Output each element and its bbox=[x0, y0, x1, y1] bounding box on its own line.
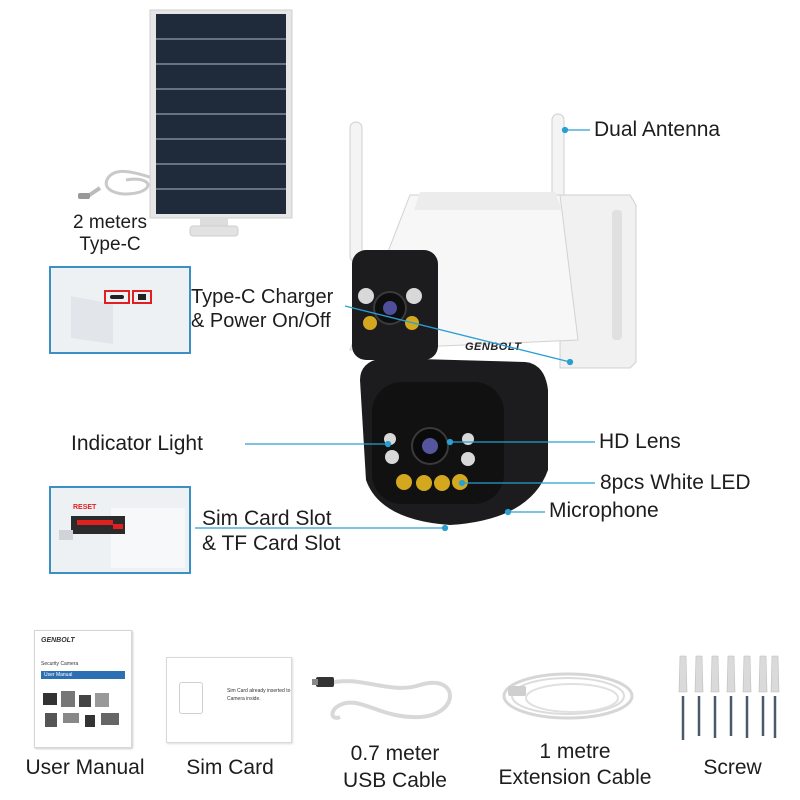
cable-length-label: 2 meters bbox=[73, 212, 147, 233]
screws-item bbox=[678, 655, 780, 740]
tf-slot-label: & TF Card Slot bbox=[202, 532, 341, 555]
sim-card-item: Sim Card already inserted to Camera insi… bbox=[166, 657, 292, 743]
extension-cable-label: Extension Cable bbox=[498, 766, 652, 789]
manual-subtitle: Security Camera bbox=[41, 661, 79, 667]
sd-slot-inset: RESET bbox=[49, 486, 191, 574]
hd-lens-label: HD Lens bbox=[599, 430, 681, 453]
screw-label: Screw bbox=[703, 756, 762, 779]
manual-header: User Manual bbox=[44, 672, 73, 678]
solar-panel-illustration bbox=[78, 9, 293, 237]
extension-cable-item bbox=[502, 672, 634, 720]
sim-chip bbox=[179, 682, 203, 714]
usb-cable-item bbox=[312, 677, 452, 720]
sim-note-line1: Sim Card already inserted to bbox=[227, 688, 291, 694]
usb-cable-length: 0.7 meter bbox=[350, 742, 440, 765]
charger-port-inset bbox=[49, 266, 191, 354]
microphone-label: Microphone bbox=[549, 499, 659, 522]
manual-brand: GENBOLT bbox=[41, 637, 75, 644]
camera-brand-logo: GENBOLT bbox=[465, 341, 522, 353]
reset-label: RESET bbox=[73, 504, 97, 511]
sim-card-label: Sim Card bbox=[186, 756, 274, 779]
usb-cable-label: USB Cable bbox=[343, 769, 447, 792]
dual-antenna-label: Dual Antenna bbox=[594, 118, 721, 141]
sim-note-line2: Camera inside. bbox=[227, 696, 261, 702]
cable-type-label: Type-C bbox=[79, 234, 141, 255]
manual-product-images bbox=[43, 691, 119, 727]
white-led-label: 8pcs White LED bbox=[600, 471, 751, 494]
power-label: & Power On/Off bbox=[191, 310, 331, 332]
user-manual-label: User Manual bbox=[25, 756, 145, 779]
user-manual-item: GENBOLT Security Camera User Manual bbox=[34, 630, 132, 748]
indicator-light-label: Indicator Light bbox=[71, 432, 203, 455]
sim-slot-label: Sim Card Slot bbox=[202, 507, 332, 530]
extension-cable-length: 1 metre bbox=[539, 740, 611, 763]
charger-label: Type-C Charger bbox=[191, 286, 334, 308]
